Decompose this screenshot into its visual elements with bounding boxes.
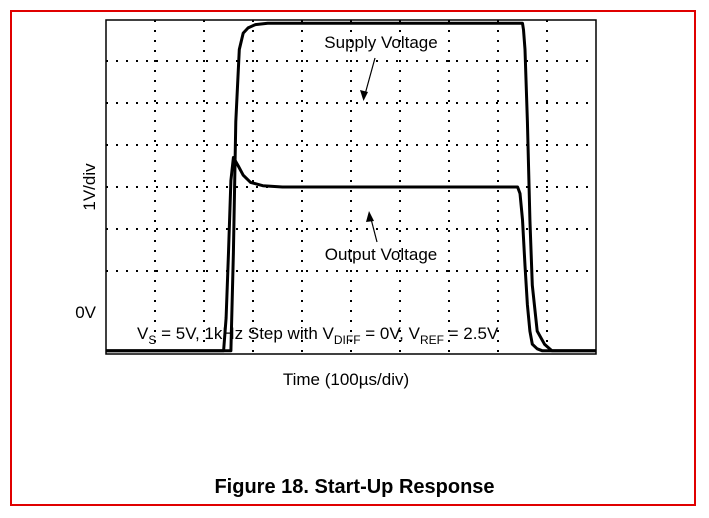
grid xyxy=(106,20,596,354)
series-layer xyxy=(106,21,596,353)
supply-voltage-annotation: Supply Voltage xyxy=(324,33,437,52)
test-condition-text: VS = 5V, 1kHz Step with VDIFF = 0V, VREF… xyxy=(137,324,499,347)
plot-border xyxy=(105,19,597,355)
supply-voltage-trace xyxy=(106,21,596,353)
output-voltage-annotation: Output Voltage xyxy=(325,245,437,264)
y-zero-label: 0V xyxy=(75,303,96,322)
supply-voltage-arrowhead xyxy=(360,90,368,101)
output-voltage-trace xyxy=(106,156,596,353)
output-voltage-arrowhead xyxy=(366,211,374,222)
y-axis-label: 1V/div xyxy=(80,163,99,211)
x-axis-label: Time (100µs/div) xyxy=(283,370,409,389)
figure-caption: Figure 18. Start-Up Response xyxy=(214,476,495,498)
figure-frame xyxy=(10,10,696,506)
supply-voltage-arrow xyxy=(363,57,376,99)
